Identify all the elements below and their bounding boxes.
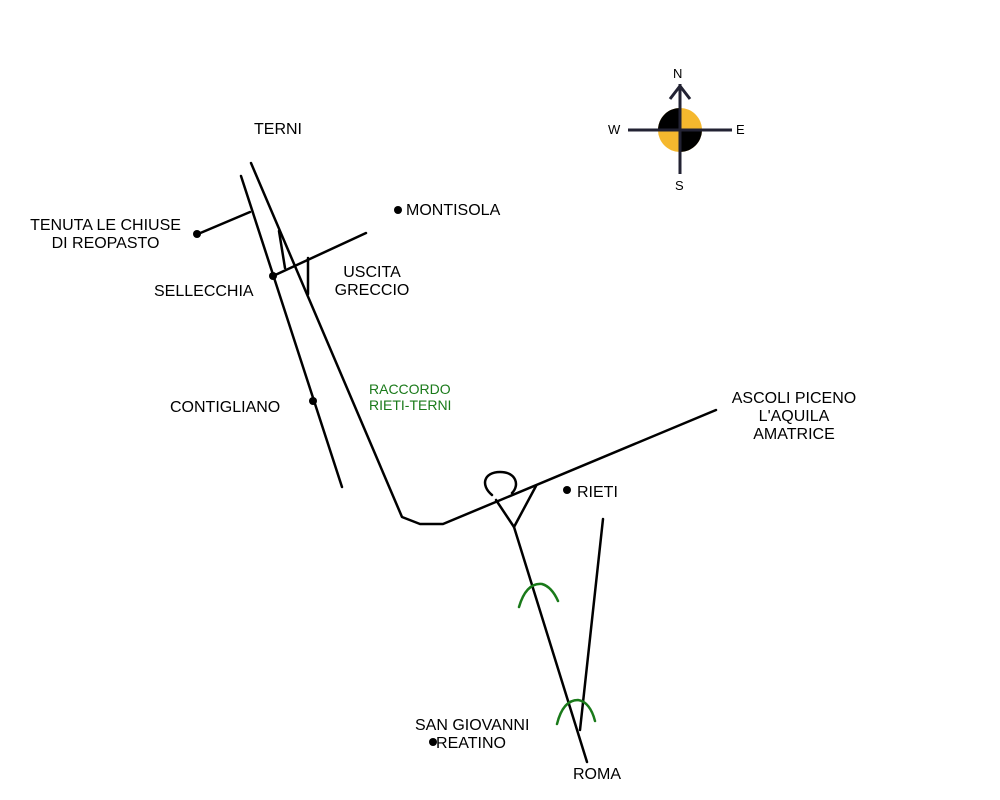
road-raccordo-rieti-terni — [249, 161, 718, 526]
label-contigliano: CONTIGLIANO — [170, 399, 281, 416]
label-ascoli-line3: AMATRICE — [753, 426, 835, 443]
label-uscita-line1: USCITA — [343, 264, 401, 281]
road-terni-contigliano — [239, 174, 344, 489]
dot-san-giovanni — [429, 738, 437, 746]
label-san-giovanni-line1: SAN GIOVANNI — [415, 717, 530, 734]
label-ascoli-line2: L'AQUILA — [758, 408, 830, 425]
road-montisola — [271, 231, 368, 278]
label-tenuta-line1: TENUTA LE CHIUSE — [30, 217, 181, 234]
tunnel-arc-2 — [555, 698, 597, 726]
label-san-giovanni-line2: REATINO — [436, 735, 506, 752]
road-rieti-loop — [483, 470, 518, 497]
road-rieti-roma-east — [578, 517, 605, 732]
dot-tenuta — [193, 230, 201, 238]
road-rieti-branch — [512, 484, 538, 529]
dot-sellecchia — [269, 272, 277, 280]
label-ascoli: ASCOLI PICENO L'AQUILA AMATRICE — [718, 390, 870, 444]
compass-south-label: S — [675, 178, 684, 193]
dot-contigliano — [309, 397, 317, 405]
road-tenuta — [196, 210, 252, 236]
label-tenuta: TENUTA LE CHIUSE DI REOPASTO — [18, 217, 193, 253]
compass-north-label: N — [673, 66, 683, 81]
label-raccordo-line1: RACCORDO — [369, 381, 451, 397]
label-sellecchia: SELLECCHIA — [154, 283, 254, 300]
label-uscita-line2: GRECCIO — [334, 282, 410, 299]
ramp-greccio-1 — [277, 229, 287, 270]
label-raccordo: RACCORDO RIETI-TERNI — [369, 381, 451, 413]
tunnel-arc-1 — [517, 582, 560, 609]
compass-east-label: E — [736, 122, 745, 137]
dot-montisola — [394, 206, 402, 214]
label-roma: ROMA — [573, 766, 621, 783]
label-raccordo-line2: RIETI-TERNI — [369, 397, 452, 413]
compass-icon — [628, 84, 732, 174]
label-rieti: RIETI — [577, 484, 618, 501]
label-montisola: MONTISOLA — [406, 202, 501, 219]
compass-west-label: W — [608, 122, 621, 137]
dot-rieti — [563, 486, 571, 494]
label-san-giovanni: SAN GIOVANNI REATINO — [415, 717, 530, 753]
label-ascoli-line1: ASCOLI PICENO — [731, 390, 857, 407]
label-uscita-greccio: USCITA GRECCIO — [326, 264, 418, 300]
label-terni: TERNI — [254, 121, 302, 138]
label-tenuta-line2: DI REOPASTO — [51, 235, 160, 252]
